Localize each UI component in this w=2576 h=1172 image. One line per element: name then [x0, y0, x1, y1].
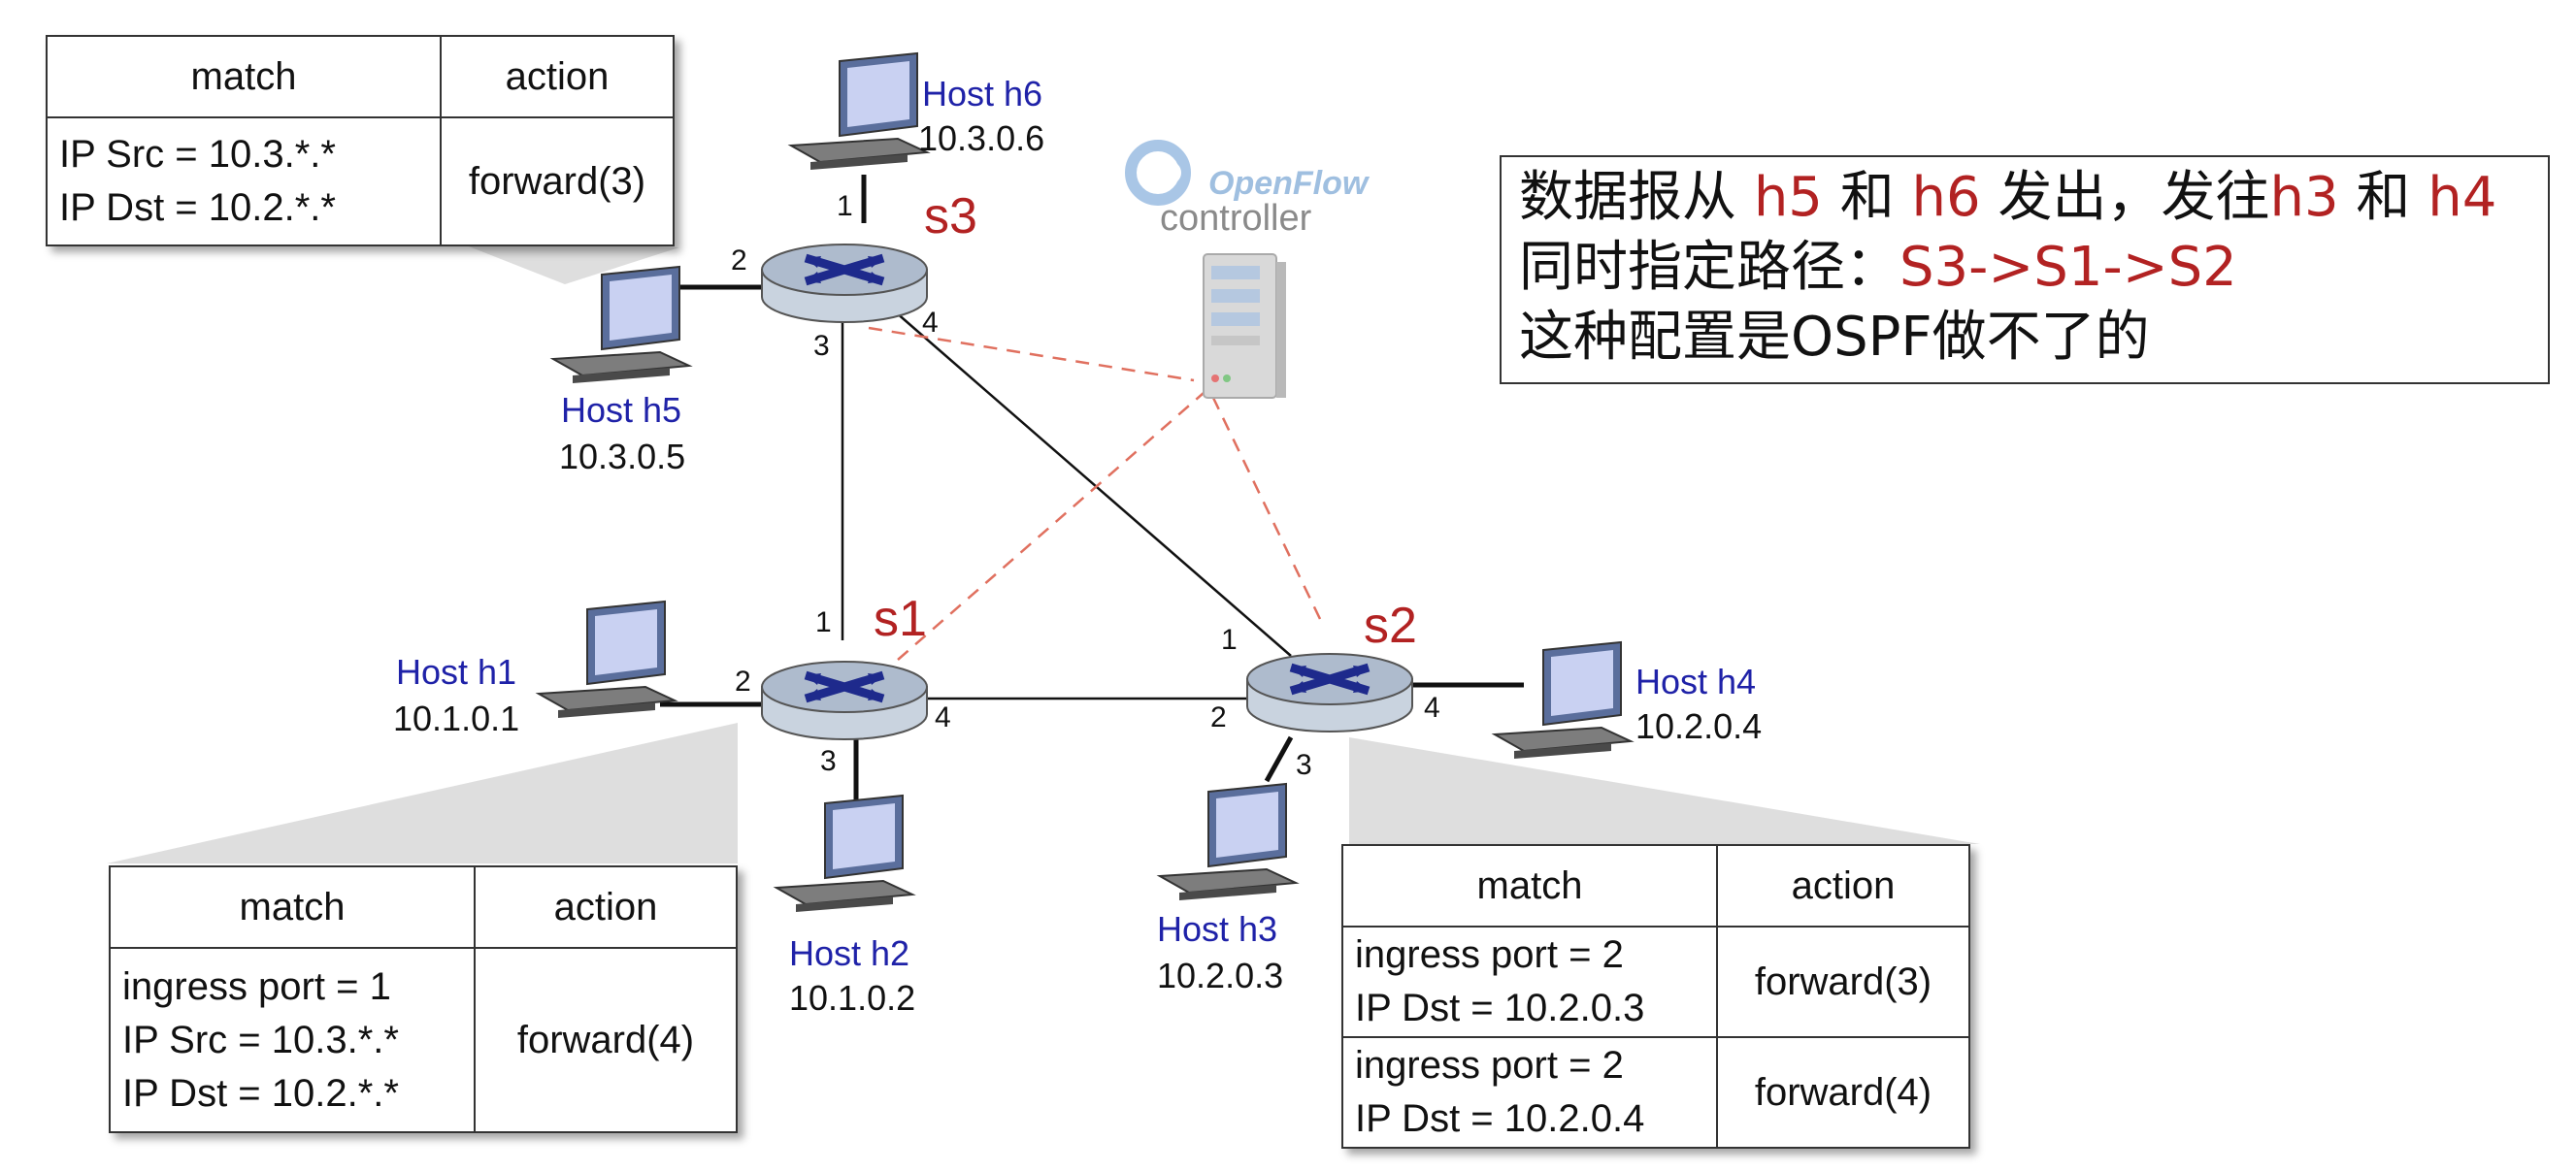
- flow-table-s1: match action ingress port = 1 IP Src = 1…: [109, 865, 738, 1133]
- note-text: 同时指定路径：: [1519, 236, 1899, 299]
- host-ip-h4: 10.2.0.4: [1635, 706, 1763, 746]
- table-row: IP Src = 10.3.*.* IP Dst = 10.2.*.* forw…: [46, 116, 675, 246]
- note-text: 发出，发往: [1980, 166, 2270, 229]
- control-link-s1: [897, 392, 1205, 661]
- host-ip-h5: 10.3.0.5: [559, 437, 686, 476]
- switch-icon-s2: [1246, 653, 1413, 732]
- note-text: 数据报从: [1519, 166, 1754, 229]
- match-cell: ingress port = 2 IP Dst = 10.2.0.3: [1341, 926, 1718, 1038]
- note-line-2: 同时指定路径：S3->S1->S2: [1519, 233, 2530, 303]
- computer-icon-h6: [787, 51, 931, 170]
- column-header-match: match: [46, 35, 442, 118]
- host-name-h3: Host h3: [1157, 909, 1278, 949]
- switch-label-s1: s1: [874, 591, 927, 647]
- table-row: ingress port = 1 IP Src = 10.3.*.* IP Ds…: [109, 947, 738, 1133]
- note-highlight: h6: [1911, 166, 1981, 229]
- column-header-action: action: [440, 35, 675, 118]
- server-icon: [1203, 253, 1286, 399]
- action-cell: forward(4): [474, 947, 738, 1133]
- note-highlight: h4: [2427, 166, 2497, 229]
- match-condition: ingress port = 1: [122, 964, 391, 1008]
- switch-icon-s1: [761, 661, 928, 740]
- host-name-h6: Host h6: [922, 74, 1043, 114]
- match-condition: IP Dst = 10.2.0.3: [1355, 987, 1645, 1029]
- switch-label-s3: s3: [924, 188, 977, 244]
- port-label: 1: [815, 606, 832, 638]
- host-ip-h6: 10.3.0.6: [918, 118, 1045, 158]
- computer-icon-h4: [1491, 640, 1635, 759]
- computer-icon-h3: [1156, 782, 1300, 900]
- note-line-3: 这种配置是OSPF做不了的: [1519, 303, 2530, 373]
- note-highlight: S3->S1->S2: [1899, 236, 2237, 299]
- port-label: 3: [813, 330, 830, 362]
- match-condition: IP Dst = 10.2.*.*: [59, 186, 336, 229]
- control-link-s3: [868, 326, 1195, 382]
- switch-icon-s3: [761, 244, 928, 323]
- note-highlight: h5: [1753, 166, 1823, 229]
- port-label: 3: [1296, 749, 1312, 781]
- flow-table-s2: match action ingress port = 2 IP Dst = 1…: [1341, 844, 1970, 1149]
- match-condition: ingress port = 2: [1355, 933, 1624, 976]
- computer-icon-h2: [773, 794, 916, 912]
- port-label: 2: [735, 666, 751, 698]
- link-s3-s2: [887, 305, 1292, 657]
- match-cell: IP Src = 10.3.*.* IP Dst = 10.2.*.*: [46, 116, 442, 246]
- column-header-action: action: [1716, 844, 1970, 928]
- host-name-h5: Host h5: [561, 390, 682, 430]
- column-header-match: match: [1341, 844, 1718, 928]
- table-row: ingress port = 2 IP Dst = 10.2.0.4 forwa…: [1341, 1036, 1970, 1149]
- s2-table-callout: [1349, 737, 1980, 844]
- port-label: 4: [935, 701, 951, 733]
- host-ip-h1: 10.1.0.1: [393, 699, 520, 738]
- note-line-1: 数据报从 h5 和 h6 发出，发往h3 和 h4: [1519, 163, 2530, 233]
- s1-table-callout: [107, 723, 738, 863]
- match-condition: IP Src = 10.3.*.*: [59, 133, 336, 176]
- computer-icon-h1: [535, 600, 678, 718]
- port-label: 4: [922, 307, 939, 339]
- note-text: 和: [1822, 166, 1912, 229]
- annotation-note: 数据报从 h5 和 h6 发出，发往h3 和 h4 同时指定路径：S3->S1-…: [1500, 155, 2550, 384]
- openflow-brand: OpenFlow: [1208, 165, 1369, 202]
- note-highlight: h3: [2269, 166, 2339, 229]
- match-condition: IP Dst = 10.2.*.*: [122, 1071, 399, 1115]
- column-header-match: match: [109, 865, 476, 949]
- flow-table-s3: match action IP Src = 10.3.*.* IP Dst = …: [46, 35, 675, 246]
- note-text: 和: [2338, 166, 2428, 229]
- port-label: 1: [1221, 624, 1238, 656]
- host-name-h2: Host h2: [789, 933, 910, 973]
- s3-table-callout: [446, 238, 679, 284]
- port-label: 3: [820, 745, 837, 777]
- table-row: ingress port = 2 IP Dst = 10.2.0.3 forwa…: [1341, 926, 1970, 1038]
- computer-icon-h5: [549, 265, 693, 383]
- match-cell: ingress port = 1 IP Src = 10.3.*.* IP Ds…: [109, 947, 476, 1133]
- host-ip-h3: 10.2.0.3: [1157, 956, 1284, 995]
- match-condition: IP Src = 10.3.*.*: [122, 1018, 399, 1061]
- action-cell: forward(4): [1716, 1036, 1970, 1149]
- note-text: 这种配置是OSPF做不了的: [1519, 306, 2150, 369]
- openflow-logo-icon: [1125, 140, 1191, 206]
- action-cell: forward(3): [440, 116, 675, 246]
- port-label: 4: [1424, 692, 1440, 724]
- action-cell: forward(3): [1716, 926, 1970, 1038]
- host-name-h4: Host h4: [1635, 662, 1757, 701]
- host-name-h1: Host h1: [396, 652, 517, 692]
- match-condition: ingress port = 2: [1355, 1044, 1624, 1087]
- host-ip-h2: 10.1.0.2: [789, 978, 916, 1018]
- match-cell: ingress port = 2 IP Dst = 10.2.0.4: [1341, 1036, 1718, 1149]
- port-label: 1: [837, 190, 853, 222]
- column-header-action: action: [474, 865, 738, 949]
- match-condition: IP Dst = 10.2.0.4: [1355, 1097, 1645, 1140]
- control-link-s2: [1211, 397, 1322, 620]
- controller-label: controller: [1160, 198, 1312, 239]
- link-s2-h3: [1264, 735, 1294, 783]
- port-label: 2: [731, 244, 747, 277]
- switch-label-s2: s2: [1364, 598, 1417, 654]
- port-label: 2: [1210, 701, 1227, 733]
